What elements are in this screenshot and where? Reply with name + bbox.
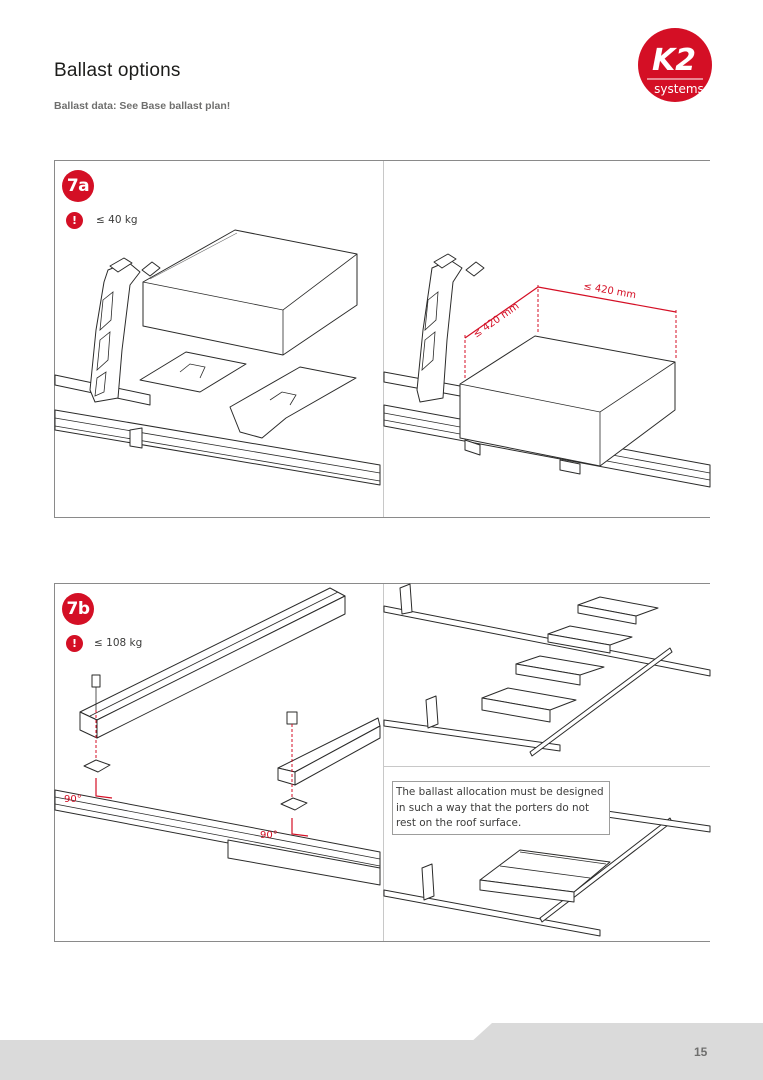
logo-tagline: systems <box>654 82 704 96</box>
panel-7b-divider <box>383 584 384 941</box>
angle-right-label: 90° <box>260 830 278 841</box>
logo-brand: K2 <box>652 43 696 78</box>
panel-7b-right-top-illustration <box>383 583 711 757</box>
page-number: 15 <box>694 1045 708 1059</box>
step-7a-badge: 7a <box>62 170 94 202</box>
weight-limit-7a: ≤ 40 kg <box>96 214 138 226</box>
panel-7b-right-bottom-illustration <box>383 809 711 937</box>
ballast-allocation-note: The ballast allocation must be designed … <box>392 781 610 835</box>
step-7b-badge: 7b <box>62 593 94 625</box>
warning-icon: ! <box>66 212 83 229</box>
panel-7a-right-illustration: ≤ 420 mm ≤ 420 mm <box>383 253 711 488</box>
warning-icon: ! <box>66 635 83 652</box>
k2-systems-logo: K2 systems <box>638 28 712 102</box>
panel-7b-left-illustration: 90° 90° <box>54 587 381 886</box>
angle-left-label: 90° <box>64 794 82 805</box>
footer-tab <box>470 1023 763 1043</box>
footer-band <box>0 1040 763 1080</box>
panel-7a-divider <box>383 161 384 517</box>
page-title: Ballast options <box>54 60 181 81</box>
page-subtitle: Ballast data: See Base ballast plan! <box>54 100 231 112</box>
panel-7a-left-illustration <box>54 229 381 486</box>
panel-7b-hdivider <box>383 766 710 767</box>
weight-limit-7b: ≤ 108 kg <box>94 637 143 649</box>
